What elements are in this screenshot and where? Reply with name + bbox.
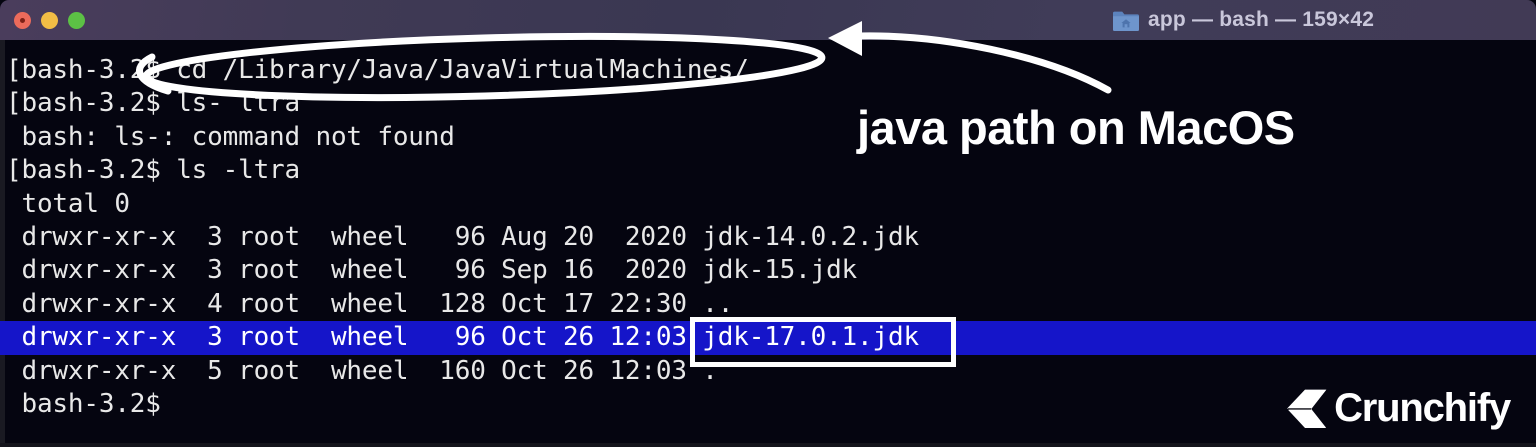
terminal-line: total 0 [6, 188, 1526, 221]
minimize-button[interactable] [41, 12, 58, 29]
terminal-line-selected: drwxr-xr-x 3 root wheel 96 Oct 26 12:03 … [0, 321, 1536, 355]
crunchify-logo: Crunchify [1284, 386, 1511, 431]
terminal-line: [bash-3.2$ ls -ltra [6, 154, 1526, 187]
terminal-line: bash: ls-: command not found [6, 121, 1526, 154]
crunchify-wordmark: Crunchify [1334, 386, 1511, 430]
terminal-line: drwxr-xr-x 4 root wheel 128 Oct 17 22:30… [6, 288, 1526, 321]
terminal-bottom-border [0, 443, 1536, 447]
callout-label: java path on MacOS [857, 101, 1295, 154]
terminal-line-text: drwxr-xr-x 3 root wheel 96 Oct 26 12:03 … [6, 322, 919, 353]
window-titlebar[interactable]: app — bash — 159×42 [0, 0, 1536, 40]
terminal-line-text: [bash-3.2$ cd /Library/Java/JavaVirtualM… [6, 55, 749, 85]
selection-highlight [0, 321, 1536, 355]
terminal-line-text: total 0 [6, 188, 130, 219]
terminal-line: bash-3.2$ [6, 388, 1526, 421]
terminal-line-text: [bash-3.2$ ls -ltra [6, 155, 300, 186]
terminal-line: [bash-3.2$ ls- ltra [6, 87, 1526, 120]
window-controls [14, 12, 85, 29]
terminal-line-text: bash-3.2$ [6, 388, 161, 419]
terminal-line: [bash-3.2$ cd /Library/Java/JavaVirtualM… [6, 54, 1526, 87]
window-title: app — bash — 159×42 [1148, 8, 1375, 31]
terminal-line-text: bash: ls-: command not found [6, 121, 455, 152]
terminal-line-text: [bash-3.2$ ls- ltra [6, 88, 300, 119]
terminal-line-text: drwxr-xr-x 4 root wheel 128 Oct 17 22:30… [6, 288, 734, 319]
terminal-line: drwxr-xr-x 3 root wheel 96 Aug 20 2020 j… [6, 221, 1526, 254]
close-button[interactable] [14, 12, 31, 29]
terminal-line-text: drwxr-xr-x 3 root wheel 96 Sep 16 2020 j… [6, 255, 858, 286]
terminal-line-text: drwxr-xr-x 5 root wheel 160 Oct 26 12:03… [6, 355, 718, 386]
terminal-left-border [0, 40, 5, 447]
home-folder-icon [1113, 10, 1139, 31]
terminal-line: drwxr-xr-x 3 root wheel 96 Sep 16 2020 j… [6, 254, 1526, 287]
terminal-line-text: drwxr-xr-x 3 root wheel 96 Aug 20 2020 j… [6, 221, 919, 252]
maximize-button[interactable] [68, 12, 85, 29]
window-title-group: app — bash — 159×42 [1113, 8, 1374, 32]
crunchify-chevron-logo-icon [1284, 389, 1328, 429]
highlight-box-jdk17 [690, 317, 956, 367]
terminal-line: drwxr-xr-x 5 root wheel 160 Oct 26 12:03… [6, 355, 1526, 388]
